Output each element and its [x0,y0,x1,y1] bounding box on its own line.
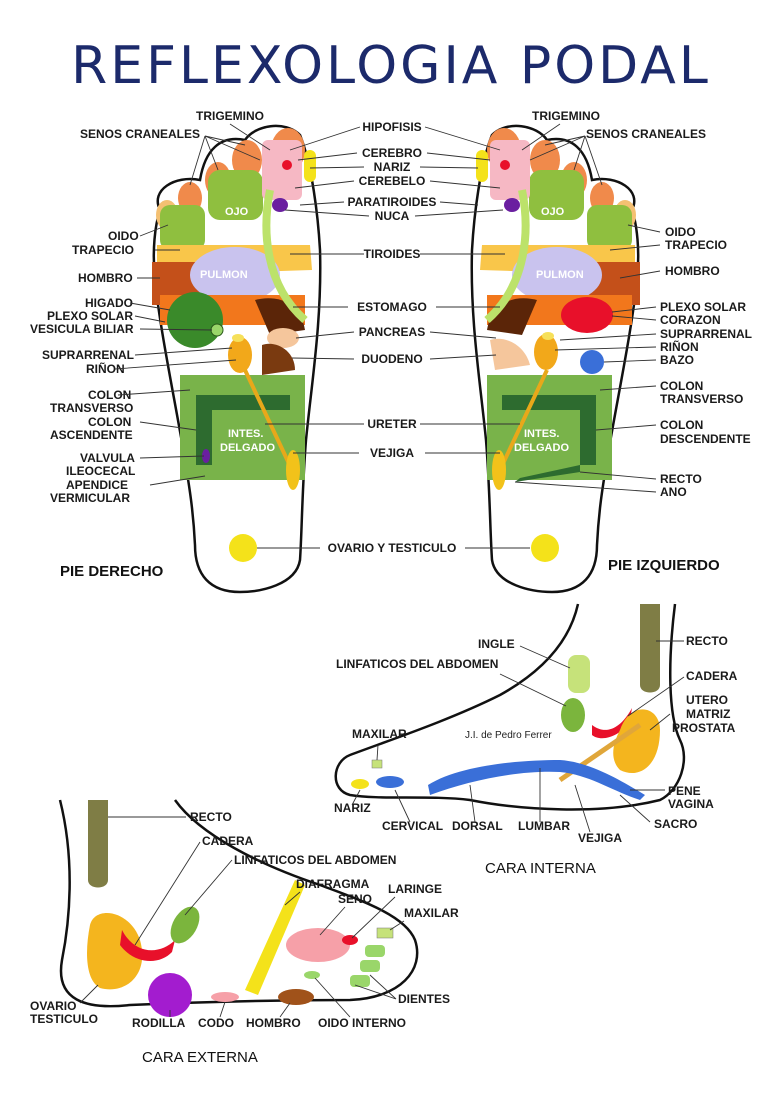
ext-hombro-label: HOMBRO [246,1016,301,1030]
left-plexo-label: PLEXO SOLAR [660,300,746,314]
int-vejiga-label: VEJIGA [578,831,622,845]
right-apendice-1: APENDICE [66,478,128,492]
int-maxilar-label: MAXILAR [352,727,407,741]
int-linfaticos-label: LINFATICOS DEL ABDOMEN [336,657,498,671]
right-oido-label: OIDO [108,229,139,243]
ext-ovario-2: TESTICULO [30,1012,98,1026]
author-credit: J.I. de Pedro Ferrer [465,730,552,741]
vejiga-label: VEJIGA [370,446,414,460]
ext-linfaticos-label: LINFATICOS DEL ABDOMEN [234,853,396,867]
cerebelo-label: CEREBELO [359,174,426,188]
left-suprarrenal-label: SUPRARRENAL [660,327,752,341]
ureter-label: URETER [367,417,417,431]
nariz-label: NARIZ [374,160,411,174]
left-ojo-label: OJO [541,206,565,218]
int-cadera-label: CADERA [686,669,738,683]
foot-labels: HIPOFISIS CEREBRO NARIZ CEREBELO PARATIR… [30,109,752,580]
nuca-label: NUCA [375,209,410,223]
int-utero-2: MATRIZ [686,707,730,721]
pie-derecho-caption: PIE DERECHO [60,563,164,580]
left-colon-t1: COLON [660,379,703,393]
estomago-label: ESTOMAGO [357,300,427,314]
pie-izquierdo-caption: PIE IZQUIERDO [608,557,720,574]
cara-interna-caption: CARA INTERNA [485,860,596,877]
left-rinon-label: RIÑON [660,339,699,354]
right-valvula-1: VALVULA [80,451,135,465]
hipofisis-label: HIPOFISIS [362,120,421,134]
left-oido-label: OIDO [665,225,696,239]
paratiroides-label: PARATIROIDES [348,195,437,209]
duodeno-label: DUODENO [361,352,422,366]
left-colon-d2: DESCENDENTE [660,432,751,446]
internal-side-view: J.I. de Pedro Ferrer INGLE RECTO LINFATI… [334,603,738,877]
right-colon-a2: ASCENDENTE [50,428,133,442]
int-ingle-label: INGLE [478,637,515,651]
right-valvula-2: ILEOCECAL [66,464,135,478]
external-side-view: RECTO CADERA LINFATICOS DEL ABDOMEN DIAF… [30,799,459,1066]
left-colon-t2: TRANSVERSO [660,392,743,406]
left-pulmon-label: PULMON [536,269,584,281]
int-pene-1: PENE [668,784,701,798]
left-senos-label: SENOS CRANEALES [586,127,706,141]
right-ojo-label: OJO [225,206,249,218]
right-colon-a1: COLON [88,415,131,429]
ext-dientes-label: DIENTES [398,992,450,1006]
right-plexo-label: PLEXO SOLAR [47,309,133,323]
tiroides-label: TIROIDES [364,247,421,261]
right-rinon-label: RIÑON [86,361,125,376]
ext-recto-label: RECTO [190,810,232,824]
ext-codo-label: CODO [198,1016,234,1030]
ext-ovario-1: OVARIO [30,999,76,1013]
right-trigemino-label: TRIGEMINO [196,109,264,123]
int-dorsal-label: DORSAL [452,819,503,833]
ext-diafragma-label: DIAFRAGMA [296,877,370,891]
ext-seno-label: SENO [338,892,372,906]
left-intes-2: DELGADO [514,442,569,454]
left-trapecio-label: TRAPECIO [665,238,727,252]
left-bazo-label: BAZO [660,353,694,367]
ext-maxilar-label: MAXILAR [404,906,459,920]
right-trapecio-label: TRAPECIO [72,243,134,257]
right-colon-t1: COLON [88,388,131,402]
right-higado-label: HIGADO [85,296,133,310]
cara-externa-caption: CARA EXTERNA [142,1049,258,1066]
ext-oido-label: OIDO INTERNO [318,1016,406,1030]
right-colon-t2: TRANSVERSO [50,401,133,415]
int-nariz-label: NARIZ [334,801,371,815]
int-utero-1: UTERO [686,693,728,707]
int-utero-3: PROSTATA [672,721,736,735]
int-sacro-label: SACRO [654,817,697,831]
ext-cadera-label: CADERA [202,834,254,848]
ext-rodilla-label: RODILLA [132,1016,186,1030]
int-recto-label: RECTO [686,634,728,648]
chart-title: REFLEXOLOGIA PODAL [71,36,711,96]
right-hombro-label: HOMBRO [78,271,133,285]
int-lumbar-label: LUMBAR [518,819,570,833]
left-recto-label: RECTO [660,472,702,486]
left-corazon-label: CORAZON [660,313,721,327]
left-colon-d1: COLON [660,418,703,432]
right-senos-label: SENOS CRANEALES [80,127,200,141]
left-hombro-label: HOMBRO [665,264,720,278]
cerebro-label: CEREBRO [362,146,422,160]
int-pene-2: VAGINA [668,797,714,811]
ovario-testiculo-label: OVARIO Y TESTICULO [328,541,457,555]
int-cervical-label: CERVICAL [382,819,443,833]
ext-laringe-label: LARINGE [388,882,442,896]
left-foot: OJO PULMON INTES. DELGADO [470,124,640,594]
left-intes-1: INTES. [524,428,559,440]
right-intes-1: INTES. [228,428,263,440]
pancreas-label: PANCREAS [359,325,425,339]
right-suprarrenal-label: SUPRARRENAL [42,348,134,362]
left-ano-label: ANO [660,485,687,499]
right-intes-2: DELGADO [220,442,275,454]
right-apendice-2: VERMICULAR [50,491,130,505]
right-pulmon-label: PULMON [200,269,248,281]
right-vesicula-label: VESICULA BILIAR [30,322,134,336]
right-foot: OJO PULMON INTES. DELGADO [152,124,322,594]
left-trigemino-label: TRIGEMINO [532,109,600,123]
